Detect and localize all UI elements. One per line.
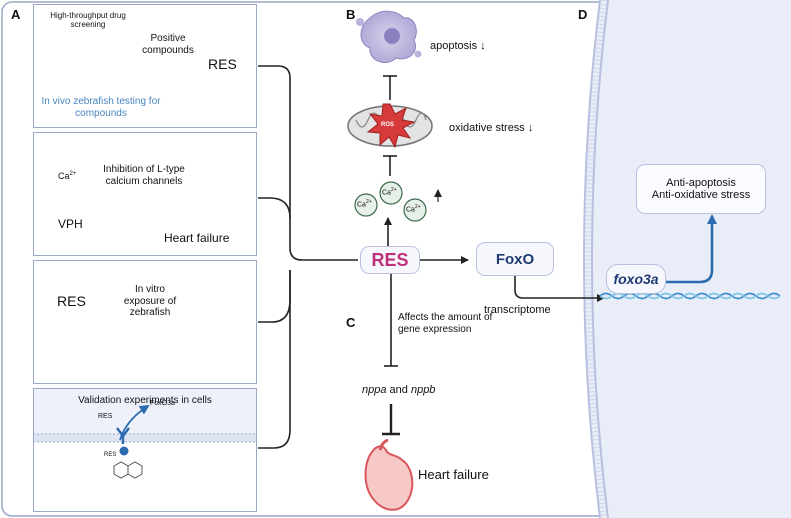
apoptosis-label: apoptosis ↓ [430, 40, 486, 52]
calcium-ions-icon [354, 181, 427, 222]
nucleus-membrane [583, 0, 791, 518]
anti-oxidative-stress-label: Anti-oxidative stress [651, 189, 751, 201]
foxo-to-nucleus-arrow [514, 276, 605, 302]
calcium-ion-b3: Ca2+ [406, 204, 421, 214]
calcium-ion-label: Ca2+ [58, 171, 77, 181]
res-node: RES [360, 246, 420, 274]
ros-burst-icon [366, 103, 416, 149]
ros-label: ROS [381, 122, 395, 128]
screening-title: High-throughput drug screening [50, 11, 126, 30]
panel-a-exposure-box [33, 260, 257, 384]
gene-expression-label: Affects the amount of gene expression [398, 312, 493, 335]
panel-label-b: B [346, 7, 356, 22]
transcriptome-label: transcriptome [484, 304, 551, 316]
screening-result-res: RES [208, 56, 237, 72]
foxo3a-activation-arrow [666, 214, 717, 284]
foxo3a-gene-node: foxo3a [606, 264, 666, 294]
cell-membrane [33, 433, 256, 443]
apoptotic-cell-icon [356, 10, 422, 63]
res-cell-label: RES [98, 413, 113, 420]
genes-label: nppa and nppb [362, 384, 436, 396]
anti-apoptosis-label: Anti-apoptosis [666, 177, 736, 189]
res-molecule-small-icon [113, 461, 143, 479]
zebrafish-testing-caption: In vivo zebrafish testing for compounds [41, 96, 161, 119]
receptor-icon [116, 427, 130, 456]
res-outside-label: RES [104, 452, 117, 458]
vph-label: VPH [58, 217, 83, 231]
panel-a-cells-box [33, 388, 257, 512]
calcium-ion-b2: Ca2+ [382, 187, 397, 197]
panel-a-calcium-box [33, 132, 257, 256]
foxo3a-cell-label: FoxO3a [150, 400, 175, 407]
oxidative-stress-label: oxidative stress ↓ [449, 122, 534, 134]
panel-a-screening-box [33, 4, 257, 128]
positive-compounds-label: Positive compounds [142, 33, 194, 56]
foxo-node: FoxO [476, 242, 554, 276]
res-compound-label: RES [57, 293, 86, 309]
heart-failure-a-label: Heart failure [164, 231, 230, 245]
l-type-channel-label: Inhibition of L-type calcium channels [103, 164, 185, 187]
validation-title: Validation experiments in cells [78, 395, 212, 406]
panel-label-a: A [11, 7, 21, 22]
heart-failure-c-label: Heart failure [418, 467, 489, 482]
in-vitro-exposure-label: In vitro exposure of zebrafish [123, 284, 177, 318]
panel-a-connectors [258, 65, 358, 449]
panel-label-c: C [346, 315, 356, 330]
calcium-ion-b1: Ca2+ [357, 199, 372, 209]
effects-box: Anti-apoptosis Anti-oxidative stress [636, 164, 766, 214]
heart-icon-c [364, 438, 414, 511]
foxo3a-activation-cell-arrow [119, 404, 150, 441]
panel-label-d: D [578, 7, 588, 22]
